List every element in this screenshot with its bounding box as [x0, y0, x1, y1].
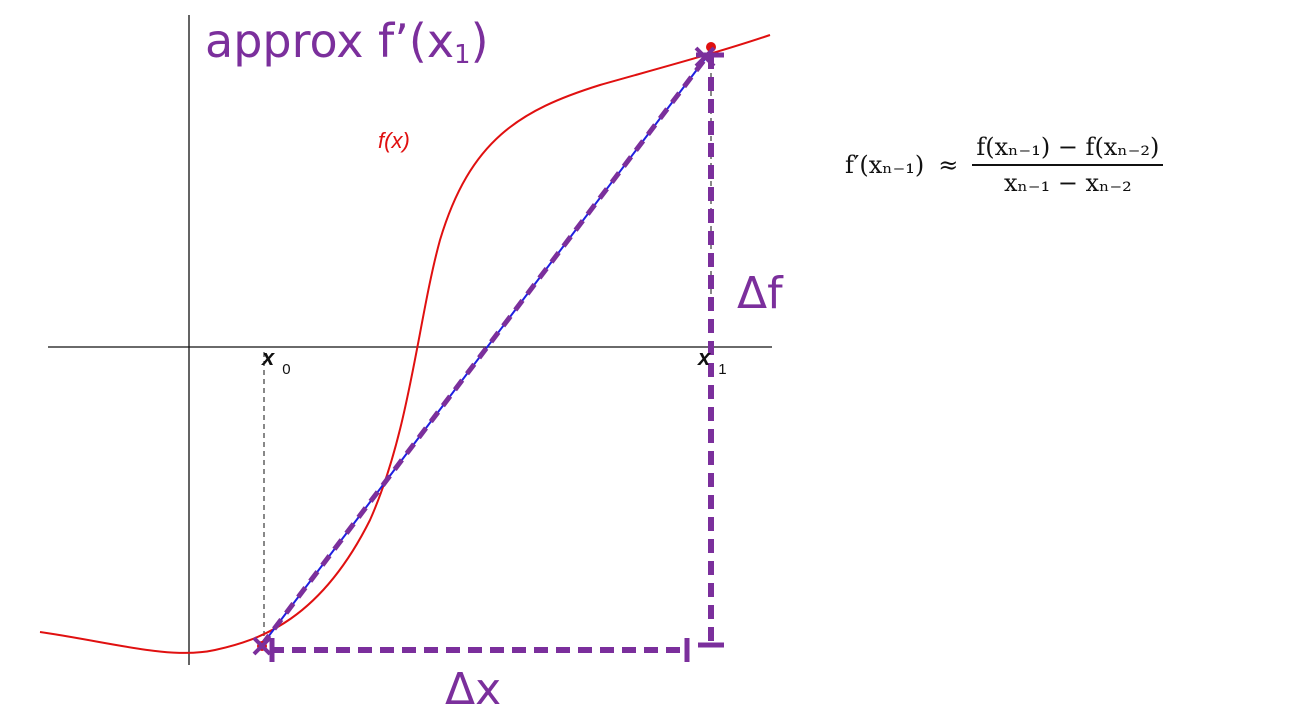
delta-f-label: Δf	[737, 268, 783, 319]
secant-formula: f′(xₙ₋₁) ≈ f(xₙ₋₁) − f(xₙ₋₂) xₙ₋₁ − xₙ₋₂	[845, 133, 1164, 197]
formula-lhs: f′(xₙ₋₁)	[845, 151, 925, 179]
x1-cross-marker	[694, 46, 716, 68]
formula-denominator: xₙ₋₁ − xₙ₋₂	[1003, 169, 1132, 197]
x0-cross-marker	[252, 636, 272, 656]
approx-symbol: ≈	[938, 151, 959, 179]
secant-dashed	[260, 53, 710, 647]
formula-numerator: f(xₙ₋₁) − f(xₙ₋₂)	[972, 133, 1164, 166]
curve-label: f(x)	[378, 128, 410, 153]
page-title: approx f’(x1)	[205, 14, 489, 70]
function-curve	[39, 34, 771, 654]
formula-fraction: f(xₙ₋₁) − f(xₙ₋₂) xₙ₋₁ − xₙ₋₂	[972, 133, 1164, 197]
delta-x-label: Δx	[445, 664, 502, 715]
